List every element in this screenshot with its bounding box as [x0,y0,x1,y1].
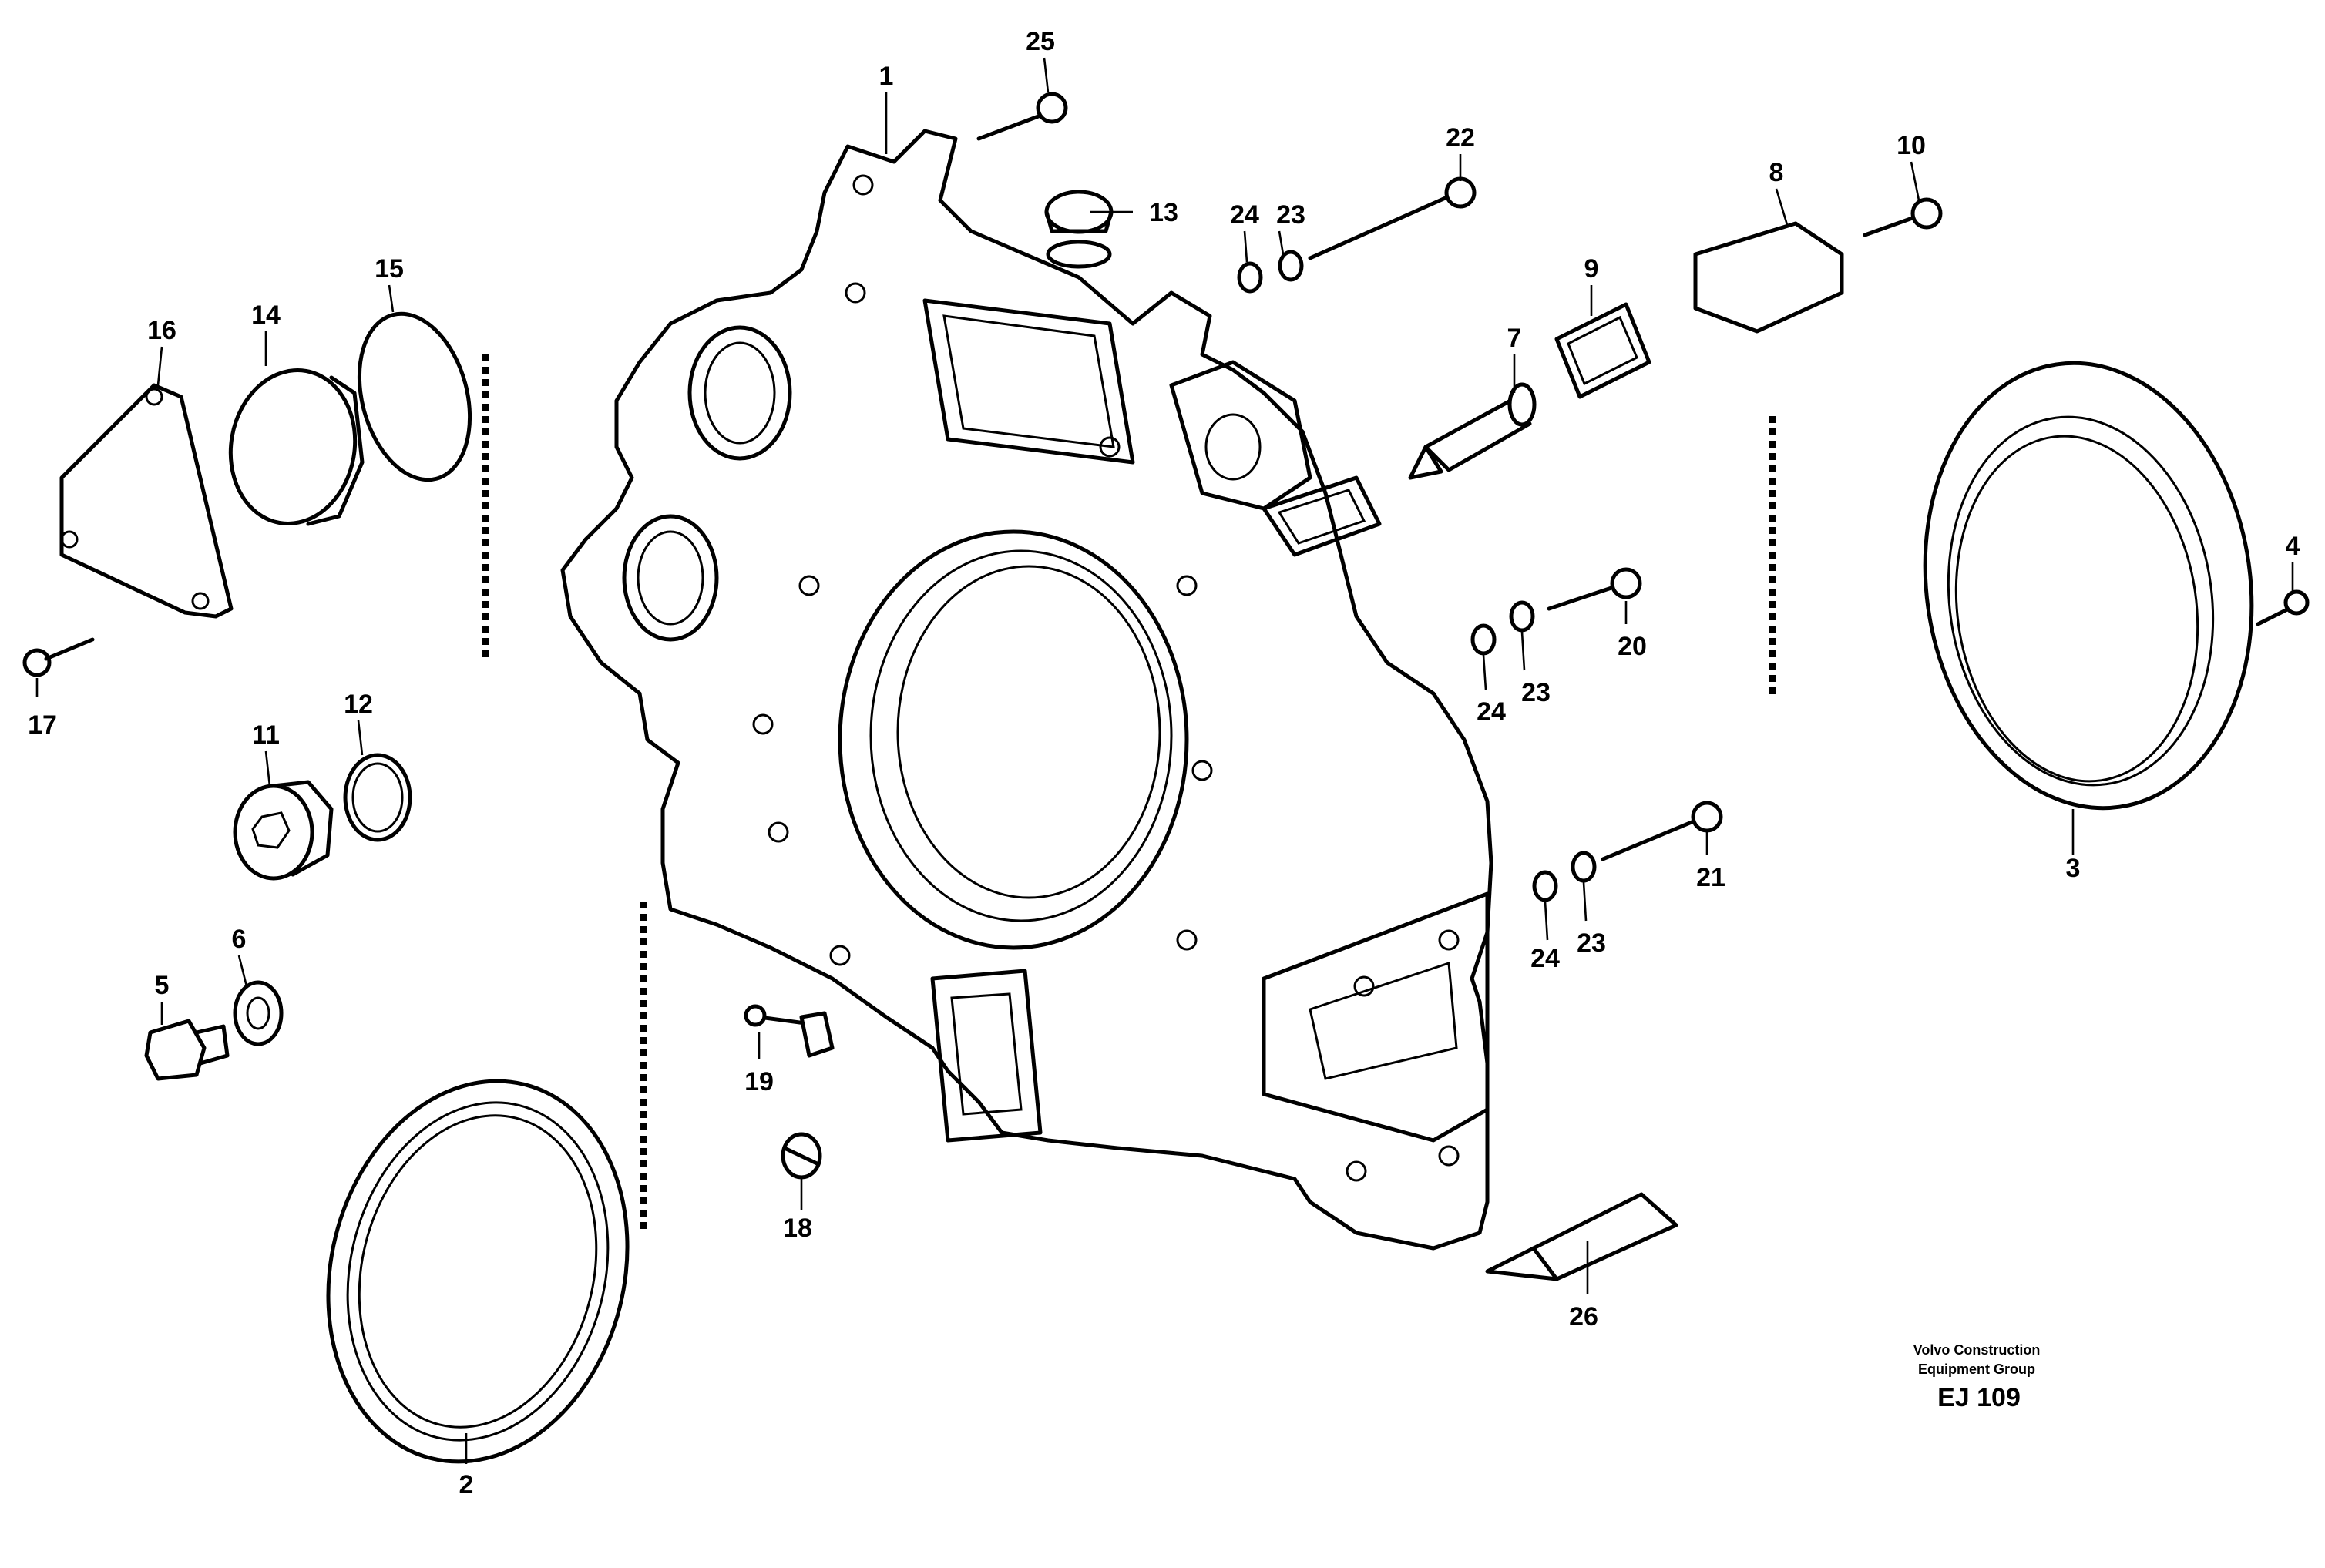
washer-6 [233,980,284,1046]
cover-plate-16 [59,383,234,619]
callout-5: 5 [155,971,170,1000]
callout-7: 7 [1507,324,1522,353]
o-ring-12 [343,753,412,842]
callout-24a: 24 [1230,200,1259,230]
seal-ring-3 [1923,361,2254,811]
callout-10: 10 [1897,131,1926,160]
callout-20: 20 [1618,632,1647,661]
callout-16: 16 [147,316,176,345]
plug-bolt-5 [144,1019,230,1081]
callout-13: 13 [1149,198,1178,227]
bolt-20 [1547,567,1642,611]
callout-4: 4 [2286,532,2300,561]
callout-19: 19 [744,1067,774,1096]
credit-block: Volvo Construction Equipment Group EJ 10… [1913,1342,2041,1412]
cover-14 [228,368,365,526]
callout-12: 12 [344,690,373,719]
plug-11 [233,780,334,881]
washer-24 [1237,261,1558,902]
callout-18: 18 [783,1214,812,1243]
callout-15: 15 [375,254,404,284]
assembly-dashed-lines [482,354,1776,1233]
leader-lines [35,57,2294,1464]
cover-8 [1693,221,1844,334]
callout-23a: 23 [1276,200,1305,230]
gasket-9 [1554,302,1651,399]
flywheel-housing [560,129,1493,1251]
credit-line-1: Volvo Construction [1913,1342,2041,1358]
bolt-25 [976,92,1068,141]
lock-washer-23 [1278,250,1597,883]
callout-8: 8 [1769,158,1784,187]
callout-labels: 1 2 3 4 5 6 7 8 9 10 11 12 13 14 15 16 1… [28,27,2300,1499]
bolt-22 [1308,176,1477,260]
callout-3: 3 [2066,854,2081,883]
credit-line-2: Equipment Group [1918,1362,2035,1377]
seal-ring-2 [326,1079,630,1464]
callout-14: 14 [251,301,281,330]
callout-21: 21 [1696,863,1725,892]
callout-9: 9 [1584,254,1599,284]
callout-24c: 24 [1530,944,1560,973]
callout-25: 25 [1026,27,1055,56]
bolt-21 [1601,801,1723,861]
screw-4 [2256,589,2310,626]
callout-2: 2 [459,1470,474,1499]
o-ring-15 [357,311,472,482]
screw-17 [22,637,95,677]
callout-22: 22 [1446,123,1475,153]
callout-23b: 23 [1521,678,1551,707]
bolt-10 [1863,197,1943,237]
drawing-code: EJ 109 [1937,1383,2021,1412]
callout-1: 1 [879,62,894,91]
callout-23c: 23 [1577,928,1606,958]
sealant-tube-26 [1485,1192,1678,1281]
sensor-7 [1408,382,1537,480]
callout-6: 6 [232,925,247,954]
fitting-19 [744,1004,835,1058]
callout-26: 26 [1569,1302,1598,1331]
plug-18 [781,1132,822,1180]
callout-24b: 24 [1477,697,1506,727]
callout-17: 17 [28,710,57,740]
callout-11: 11 [252,720,280,750]
